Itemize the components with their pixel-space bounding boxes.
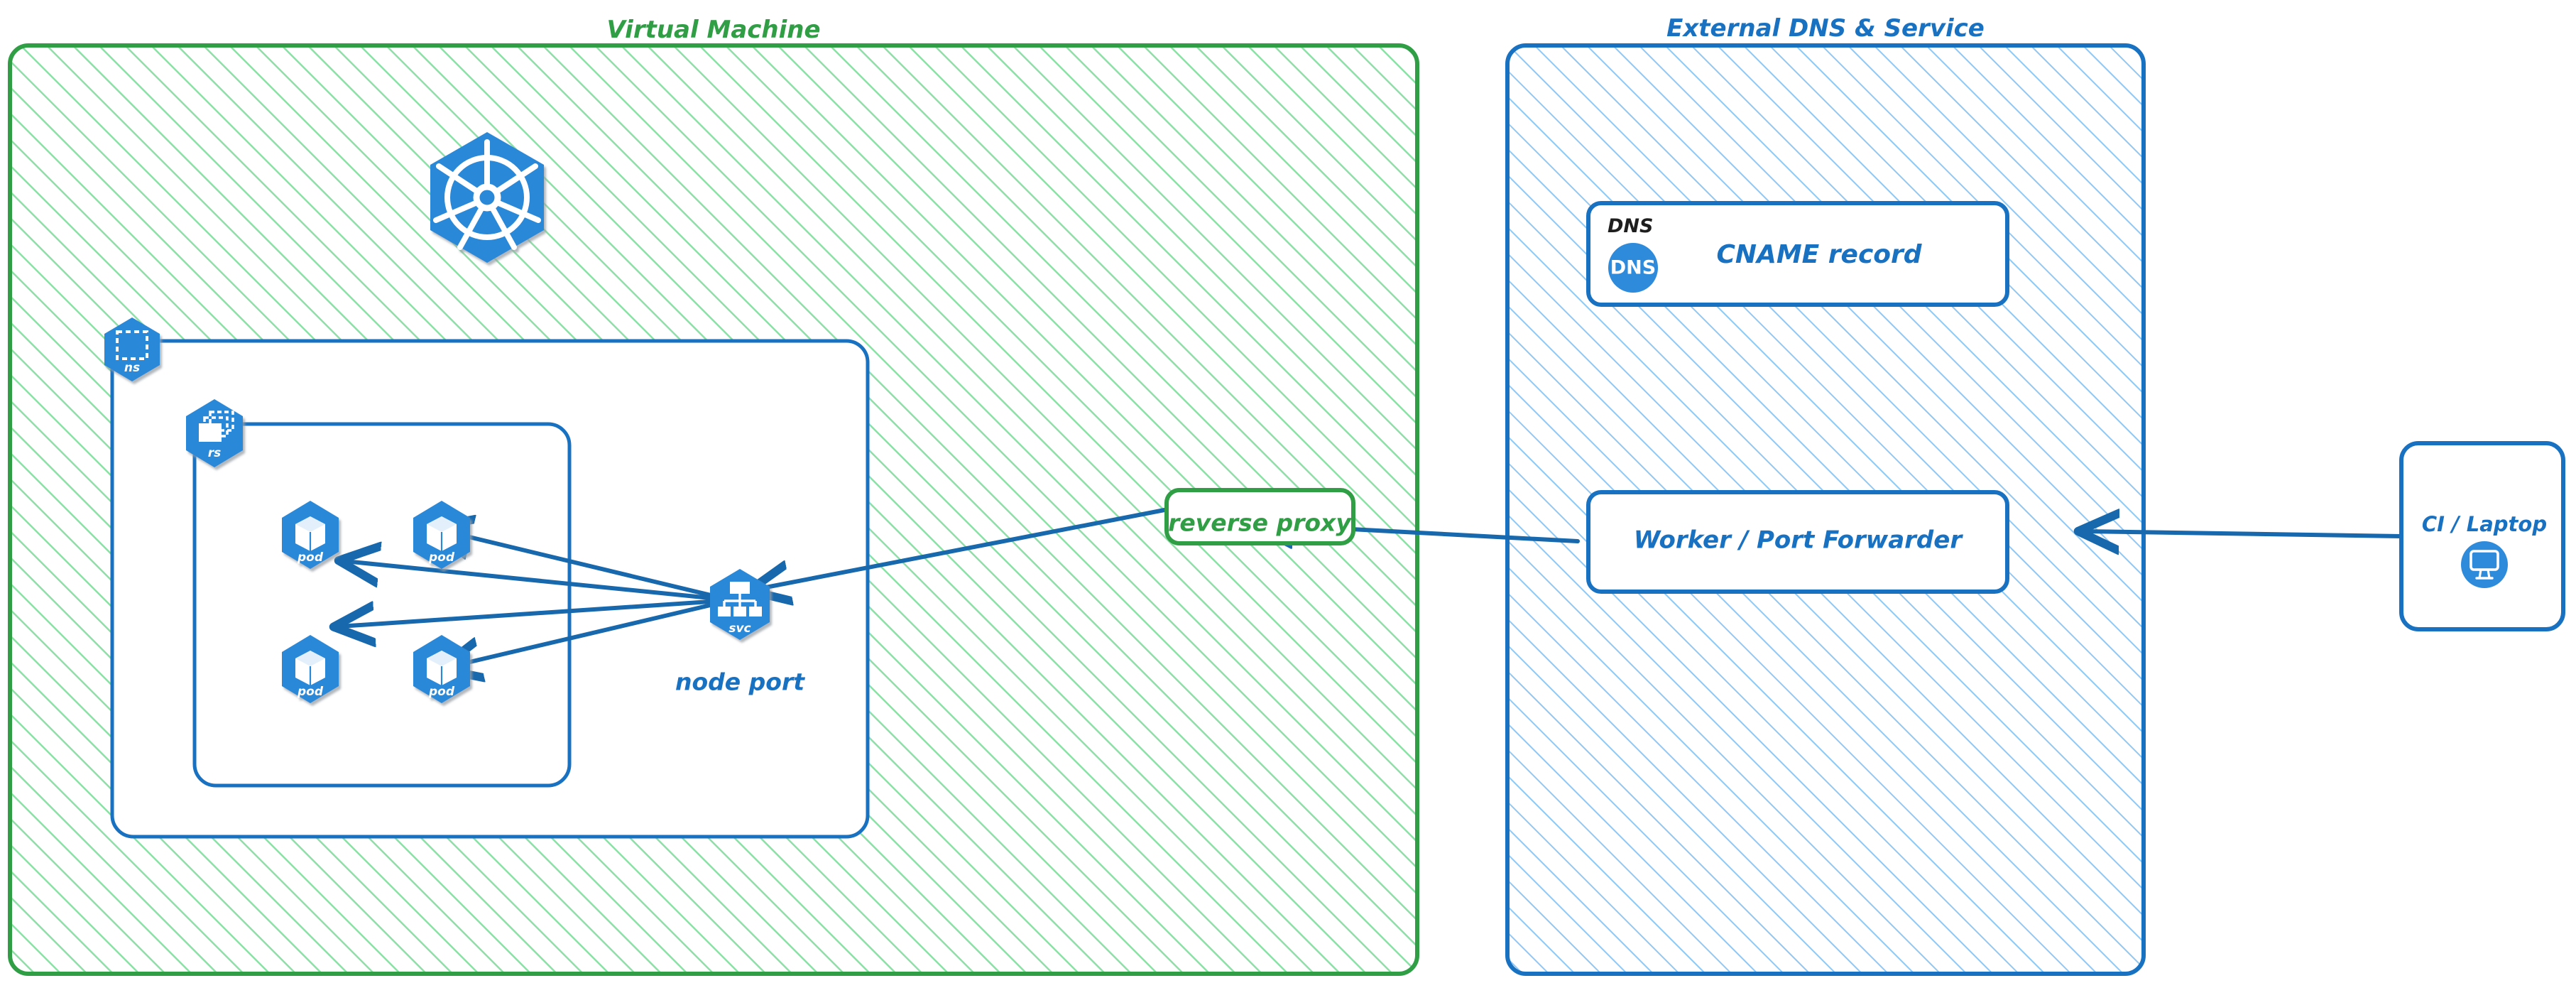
reverse-proxy-box[interactable] [1164,488,1355,545]
external-dns-title: External DNS & Service [1666,14,1985,43]
pod-label: pod [297,685,324,699]
pod-node-1[interactable]: pod [282,501,339,569]
pod-label: pod [428,550,455,565]
dns-badge-text: DNS [1610,257,1656,279]
pod-node-4[interactable]: pod [413,635,470,703]
cname-record-label: CNAME record [1716,240,1922,269]
dns-card-box[interactable] [1586,201,2009,307]
pod-node-2[interactable]: pod [413,501,470,569]
pod-label: pod [428,685,455,699]
replicaset-badge[interactable]: rs [186,399,243,467]
service-badge-label: svc [728,621,751,636]
worker-port-forwarder-label: Worker / Port Forwarder [1634,526,1963,555]
node-port-caption: node port [675,668,805,696]
pod-cube-icon [295,516,325,551]
monitor-circle-icon [2461,541,2508,588]
reverse-proxy-label: reverse proxy [1168,509,1352,537]
service-node[interactable]: svc [710,569,770,640]
virtual-machine-title: Virtual Machine [606,16,820,44]
namespace-badge[interactable]: ns [104,317,160,381]
kubernetes-wheel-icon[interactable] [430,132,544,263]
ci-laptop-box[interactable] [2399,441,2565,631]
pod-node-3[interactable]: pod [282,635,339,703]
namespace-dashed-square-icon [116,330,148,360]
dns-card-title: DNS [1608,215,1653,237]
dns-circle-icon [1608,243,1658,293]
pod-cube-icon [427,516,457,551]
edge-service-to-pod-1 [344,561,733,602]
edge-group-service-to-pods [339,529,733,668]
worker-port-forwarder-box[interactable] [1586,490,2009,594]
edge-reverse-proxy-to-service [755,508,1167,590]
ci-laptop-label: CI / Laptop [2422,512,2547,536]
service-hierarchy-icon [718,582,762,617]
edge-service-to-pod-3 [339,598,733,626]
namespace-badge-label: ns [124,361,140,375]
replicaset-stacked-boxes-icon [199,411,234,442]
pod-cube-icon [295,651,325,685]
replicaset-badge-label: rs [208,446,222,460]
pod-label: pod [297,550,324,565]
pod-cube-icon [427,651,457,685]
edge-ci-laptop-to-worker [2084,531,2403,536]
replicaset-box[interactable] [192,422,572,788]
edge-service-to-pod-2 [437,529,733,602]
edge-service-to-pod-4 [446,598,733,668]
